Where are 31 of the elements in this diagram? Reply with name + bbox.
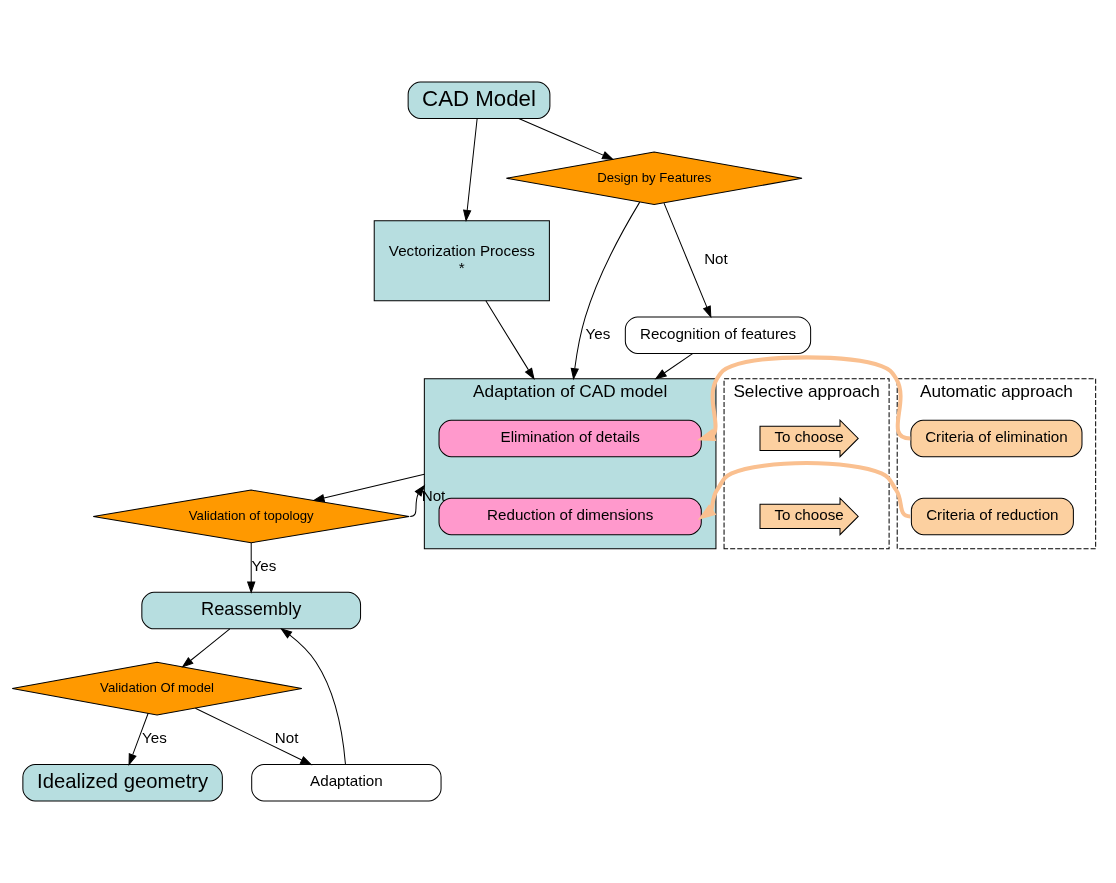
- edge-label: Not: [704, 250, 728, 268]
- node-box: Reassembly: [141, 591, 362, 630]
- arrow: [485, 300, 535, 381]
- node-box: Criteria of reduction: [910, 497, 1074, 536]
- arrow: [654, 353, 694, 380]
- arrow: [246, 542, 256, 594]
- node-box: CAD Model: [407, 81, 551, 119]
- arrow: [697, 461, 911, 520]
- arrow: [409, 484, 426, 517]
- arrow: [280, 628, 346, 765]
- node-box: Recognition of features: [624, 316, 812, 354]
- arrow: [194, 707, 313, 766]
- edge-label: Not: [274, 729, 299, 747]
- edge-label: Yes: [585, 324, 611, 342]
- node-box: Criteria of elimination: [910, 419, 1083, 458]
- arrow: [312, 473, 425, 503]
- arrow: [463, 118, 478, 223]
- arrow: [128, 712, 149, 766]
- edge-label: Yes: [251, 557, 277, 575]
- node-diamond: Validation Of model: [11, 661, 303, 716]
- edge-label: Yes: [142, 729, 167, 747]
- arrow: [181, 628, 231, 668]
- arrow: [663, 202, 712, 319]
- node-box: Vectorization Process *: [373, 220, 550, 302]
- node-box: Adaptation: [251, 764, 442, 802]
- node-diamond: Validation of topology: [92, 489, 410, 544]
- arrow: [696, 355, 911, 442]
- arrow: [570, 201, 641, 381]
- node-box: Elimination of details: [438, 419, 702, 458]
- node-box: Idealized geometry: [22, 764, 223, 802]
- arrow: [518, 118, 615, 160]
